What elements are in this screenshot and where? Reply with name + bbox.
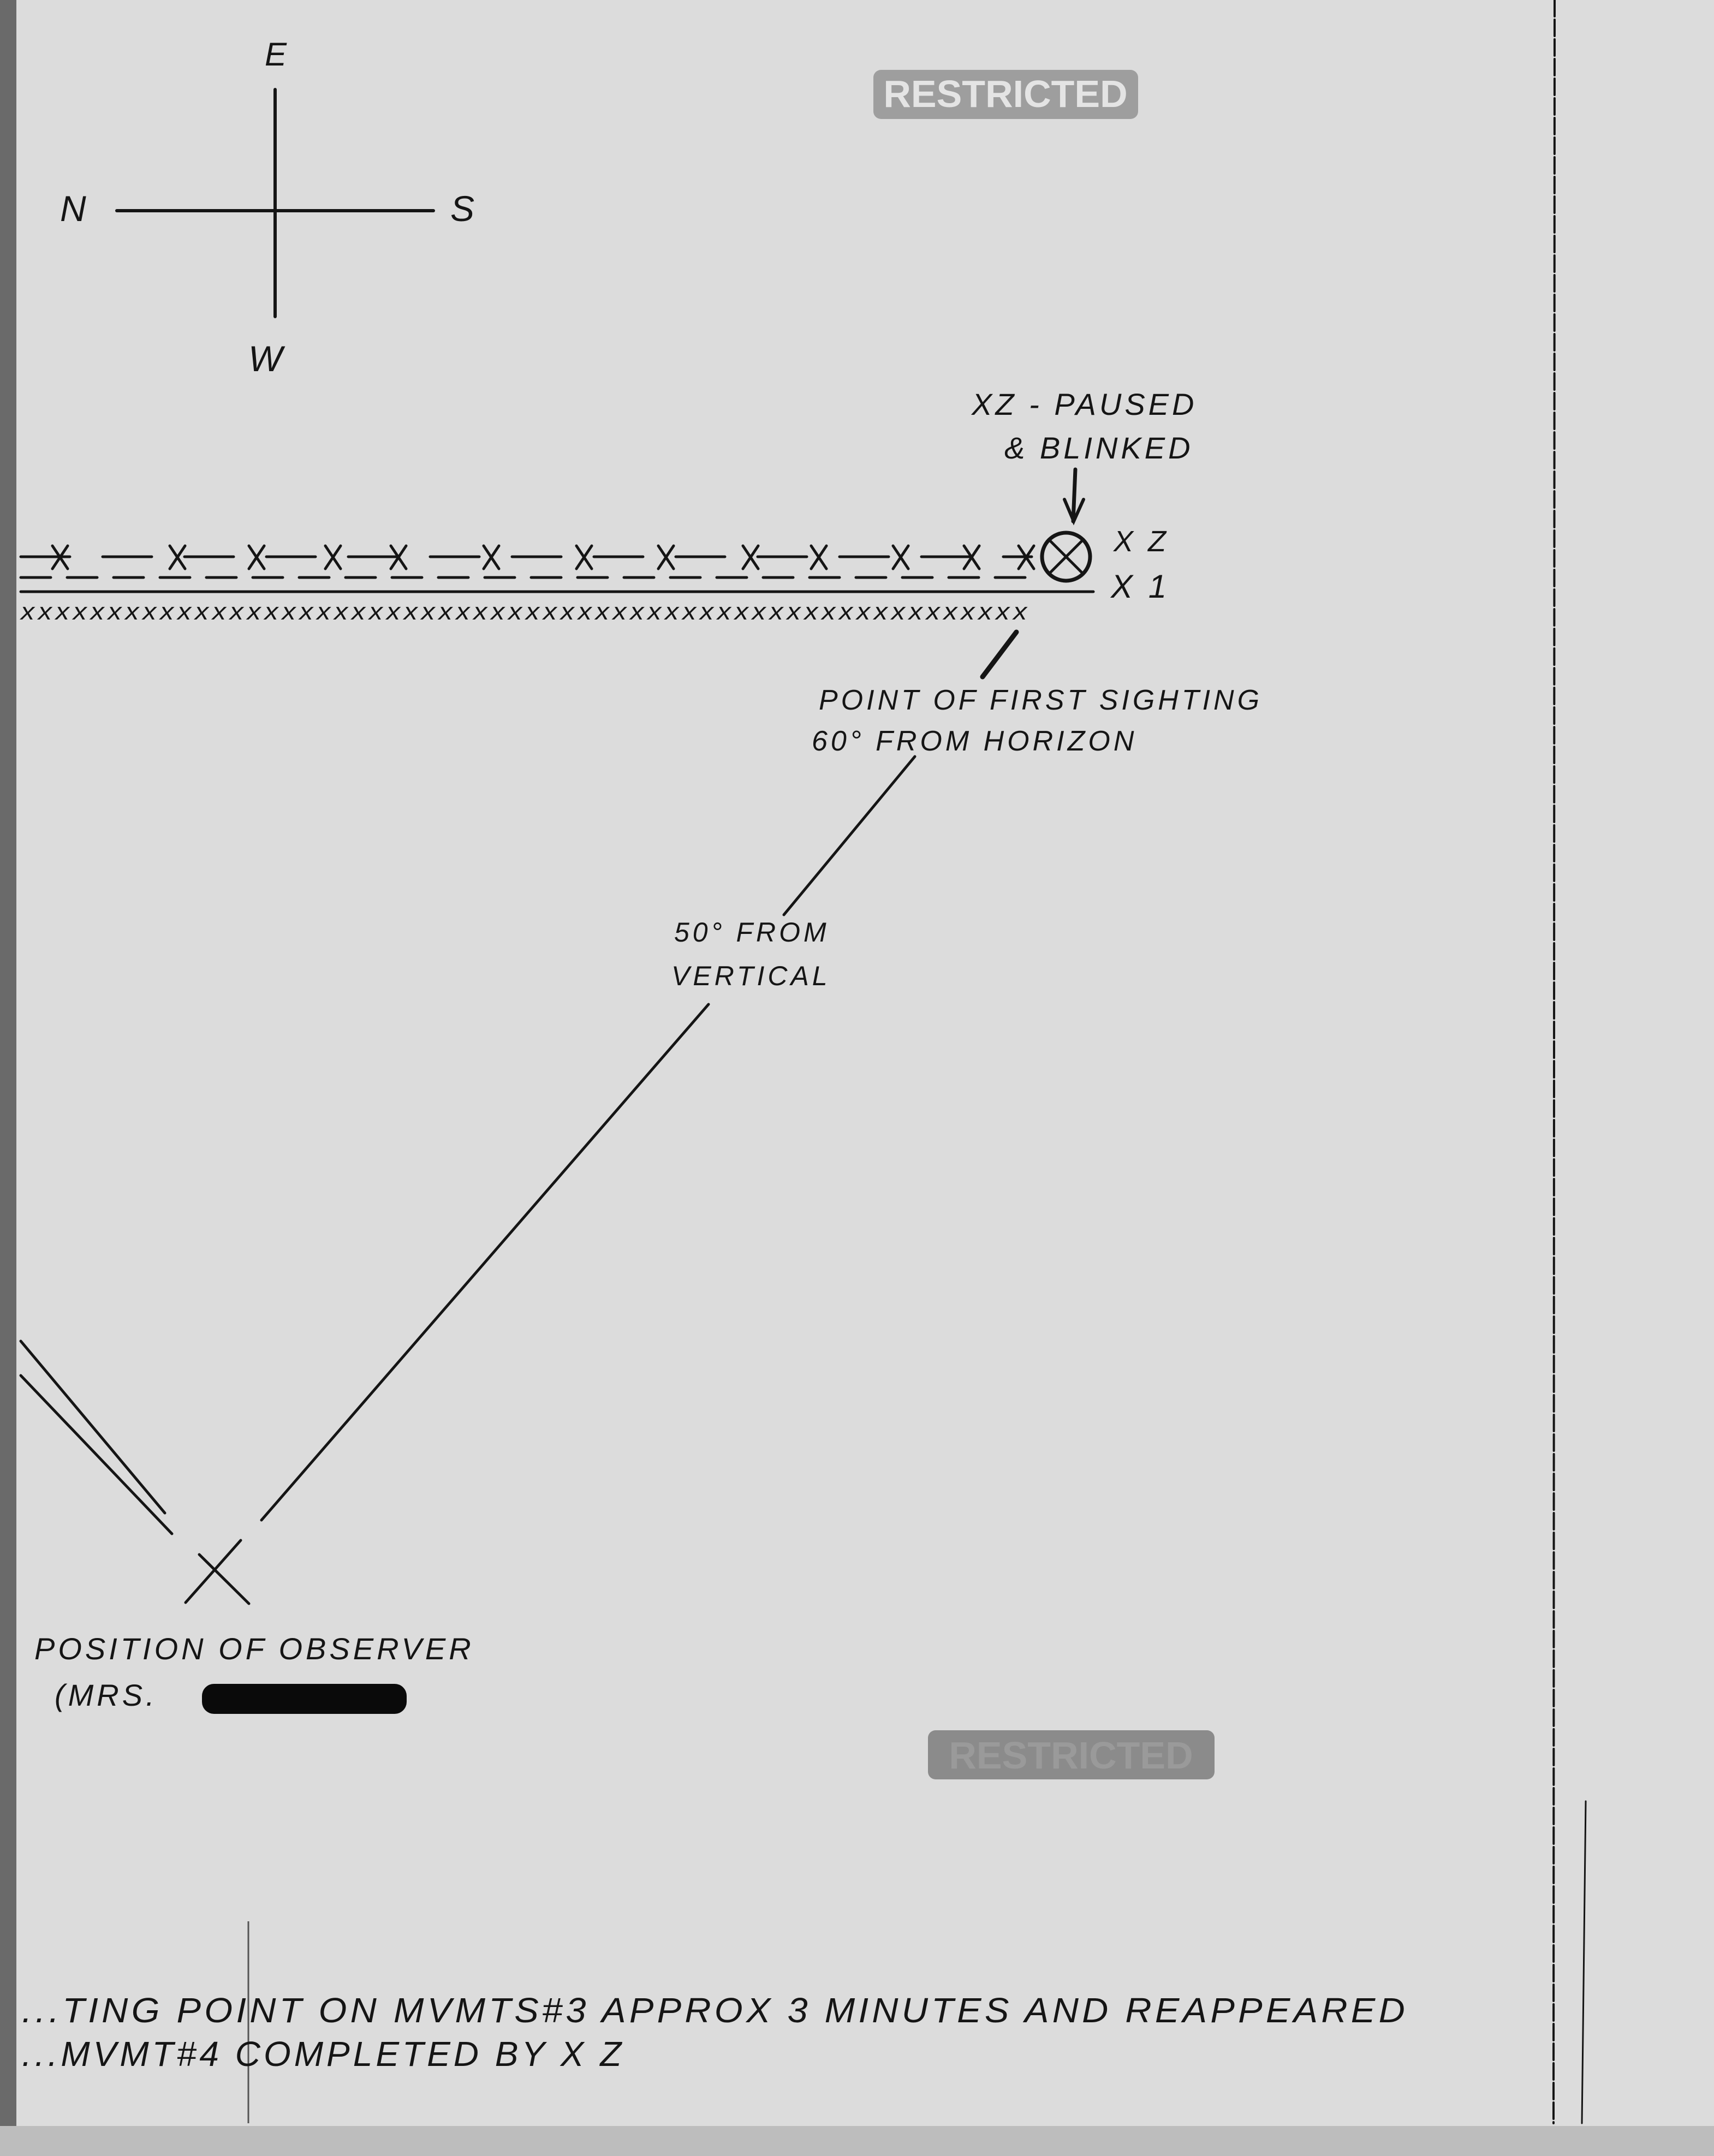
path-x-mark	[891, 544, 910, 570]
bottom-scan-edge	[0, 2126, 1714, 2156]
right-border-line-2	[1581, 1800, 1587, 2124]
path-x-mark	[657, 544, 675, 570]
path-x-mark	[1017, 544, 1035, 570]
path-x-mark	[51, 544, 69, 570]
compass-east: E	[265, 36, 290, 73]
left-scan-edge	[0, 0, 16, 2156]
sight-line-upper	[782, 755, 916, 916]
left-line-1	[19, 1339, 166, 1515]
x1-label: X 1	[1110, 568, 1170, 605]
redaction-bar	[202, 1684, 407, 1714]
paused-label-1: XZ - PAUSED	[971, 387, 1197, 421]
restricted-stamp-top: RESTRICTED	[873, 70, 1138, 119]
path-x-mark	[389, 544, 408, 570]
pause-blink-marker	[1040, 531, 1092, 583]
first-sighting-label-2: 60° FROM HORIZON	[812, 725, 1137, 757]
path-x-mark	[810, 544, 828, 570]
restricted-stamp-bottom: RESTRICTED	[928, 1730, 1215, 1779]
paused-label-2: & BLINKED	[1004, 431, 1194, 465]
flight-path: xxxxxxxxxxxxxxxxxxxxxxxxxxxxxxxxxxxxxxxx…	[19, 544, 1095, 625]
x-row-marks: xxxxxxxxxxxxxxxxxxxxxxxxxxxxxxxxxxxxxxxx…	[20, 598, 1031, 625]
arrow-down-icon	[1063, 467, 1085, 526]
path-x-mark	[168, 544, 187, 570]
path-x-mark	[247, 544, 266, 570]
left-line-2	[19, 1374, 174, 1535]
footer-line-1: ...TING POINT ON MVMTS#3 APPROX 3 MINUTE…	[22, 1991, 1408, 2030]
path-x-mark	[741, 544, 760, 570]
sight-line-lower	[260, 1003, 710, 1522]
footer-line-2: ...MVMT#4 COMPLETED BY X Z	[22, 2034, 624, 2074]
xz-label: X Z	[1112, 525, 1169, 558]
first-sighting-pointer	[980, 629, 1019, 680]
svg-text:RESTRICTED: RESTRICTED	[883, 73, 1127, 115]
observer-label-1: POSITION OF OBSERVER	[34, 1631, 474, 1666]
compass-west: W	[248, 338, 285, 379]
compass-south: S	[450, 188, 478, 229]
path-x-mark	[575, 544, 593, 570]
svg-text:RESTRICTED: RESTRICTED	[949, 1734, 1193, 1777]
observer-label-2: (MRS.	[55, 1678, 158, 1712]
path-x-mark	[324, 544, 342, 570]
compass-rose: E N S W	[60, 36, 478, 379]
vertical-angle-label-2: VERTICAL	[671, 961, 831, 991]
vertical-angle-label-1: 50° FROM	[674, 917, 830, 948]
right-border-line	[1552, 0, 1556, 2124]
path-x-mark	[482, 544, 501, 570]
compass-north: N	[60, 188, 90, 229]
path-x-mark	[962, 544, 981, 570]
first-sighting-label-1: POINT OF FIRST SIGHTING	[819, 684, 1263, 716]
observer-position-mark	[184, 1539, 251, 1605]
